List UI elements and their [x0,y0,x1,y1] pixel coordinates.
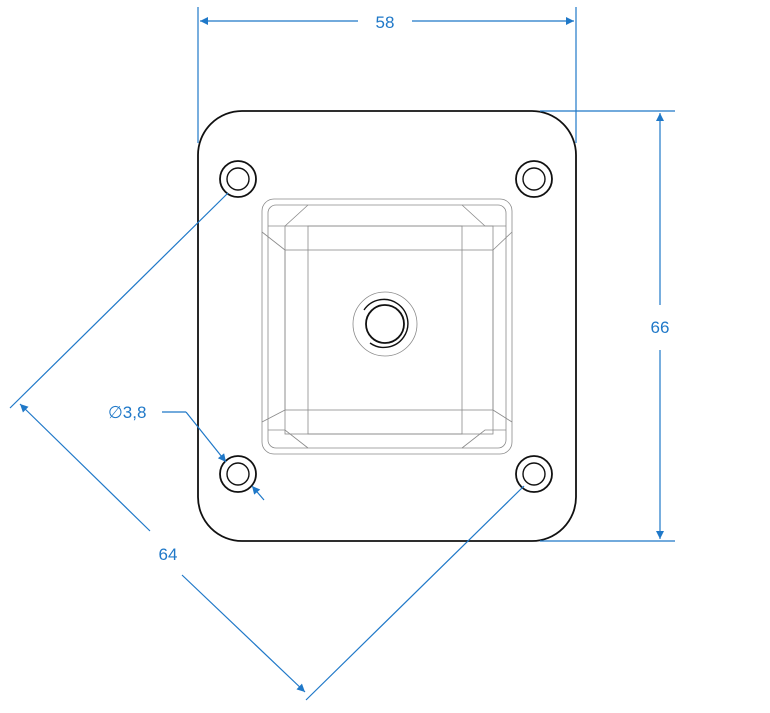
dimension-diagonal: 64 [9,192,525,701]
hole-top-left [219,160,257,198]
width-label: 58 [376,13,395,32]
hole-bottom-left [219,455,257,493]
raised-boss [261,198,513,455]
height-label: 66 [651,318,670,337]
hole-top-right [515,160,553,198]
dimension-hole-diameter: ∅3,8 [108,403,265,501]
plate-outline [197,110,577,542]
center-hole [352,291,418,357]
diagonal-label: 64 [159,545,178,564]
hole-bottom-right [515,455,553,493]
dimension-width: 58 [197,7,577,143]
mounting-plate [197,110,577,542]
hole-diameter-label: ∅3,8 [108,403,146,422]
dimension-height: 66 [540,110,675,542]
